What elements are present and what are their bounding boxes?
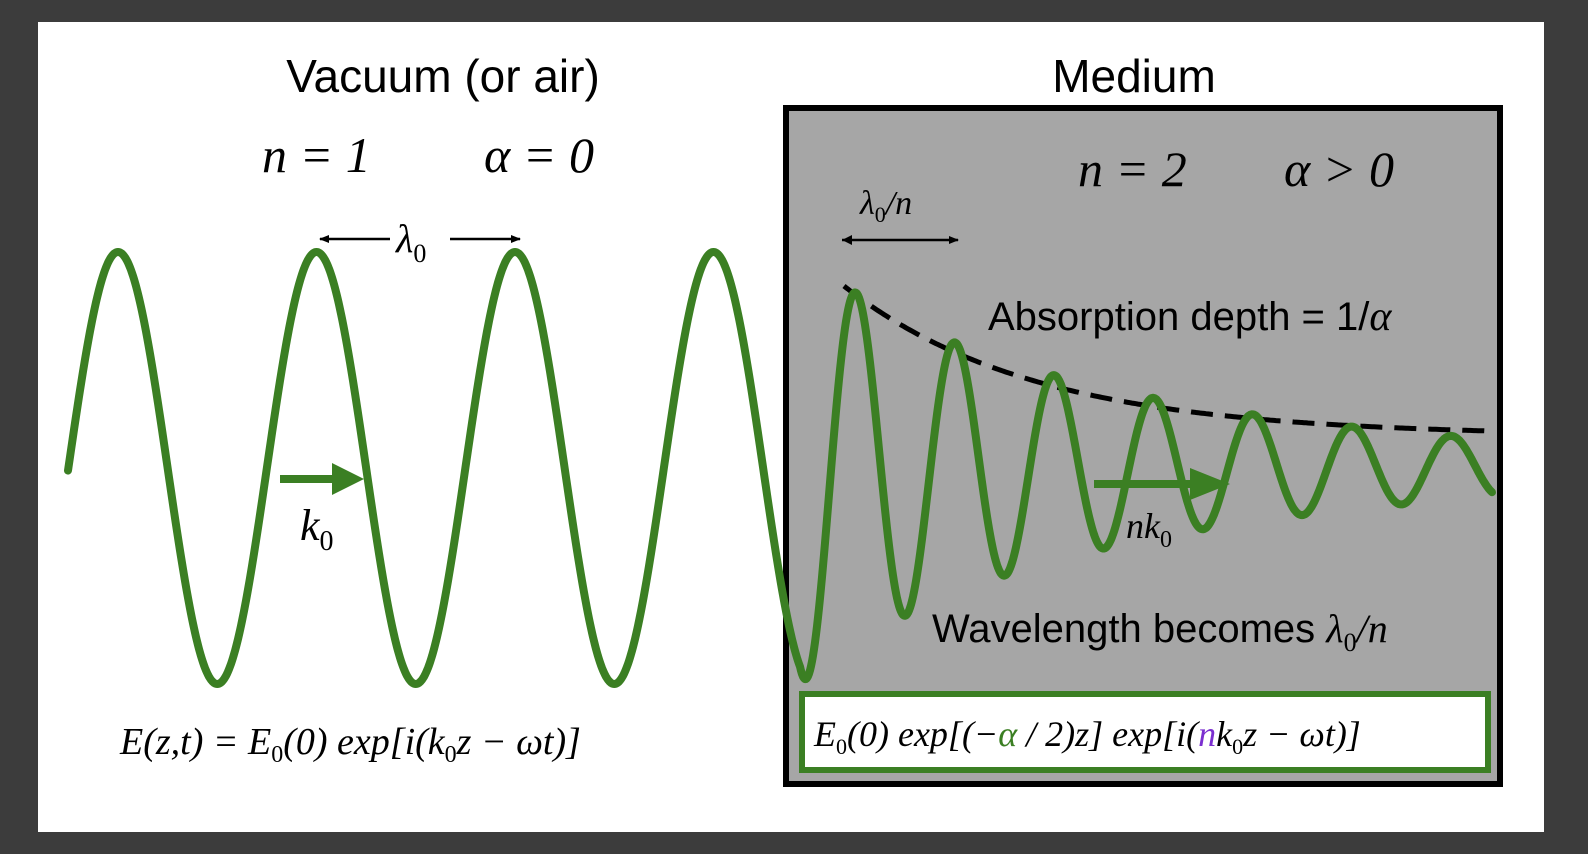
vacuum-title: Vacuum (or air) [286, 50, 600, 102]
medium-n-label: n = 2 [1078, 141, 1187, 197]
vacuum-wavelength-label: λ0 [395, 216, 426, 268]
medium-equation: E0(0) exp[(−α / 2)z] exp[i(nk0z − ωt)] [813, 714, 1361, 759]
slide-canvas: Vacuum (or air) Medium n = 1 α = 0 n = 2… [38, 22, 1544, 832]
medium-box [783, 105, 1503, 787]
medium-k-arrowhead [1190, 468, 1230, 500]
vacuum-alpha-label: α = 0 [484, 127, 594, 183]
medium-alpha-label: α > 0 [1284, 141, 1394, 197]
wave [64, 248, 1496, 688]
medium-k-label: nk0 [1126, 506, 1172, 553]
wave-diagram: Vacuum (or air) Medium n = 1 α = 0 n = 2… [64, 50, 1503, 787]
vacuum-equation: E(z,t) = E0(0) exp[i(k0z − ωt)] [119, 721, 581, 768]
wavelength-becomes-label: Wavelength becomes λ0/n [932, 606, 1388, 657]
medium-equation-box [799, 691, 1491, 773]
medium-title: Medium [1052, 50, 1216, 102]
vacuum-k-label: k0 [300, 501, 334, 557]
medium-wavelength-label: λ0/n [859, 185, 912, 227]
medium-wavelength-arrow-start [842, 235, 852, 245]
vacuum-k-arrowhead [332, 463, 364, 495]
absorption-depth-label: Absorption depth = 1/α [988, 294, 1392, 340]
vacuum-n-label: n = 1 [262, 127, 371, 183]
